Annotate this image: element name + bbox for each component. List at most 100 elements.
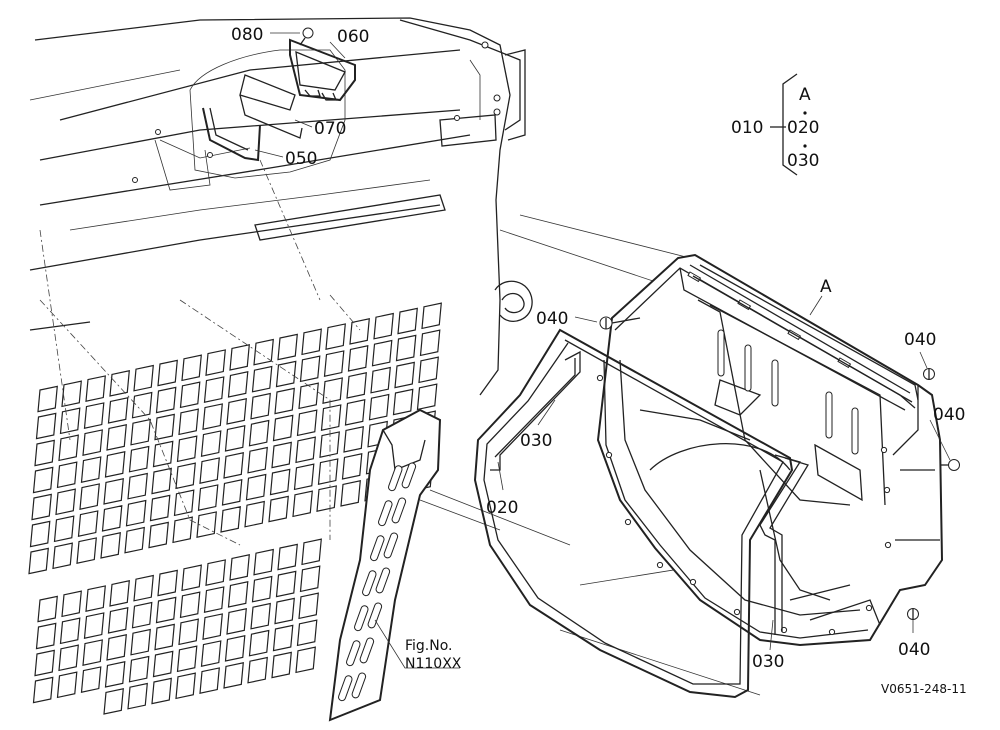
grille-cell <box>247 446 268 474</box>
callout-020: 020 <box>486 498 518 518</box>
grille-cell <box>109 580 130 607</box>
grille-cell <box>176 645 198 673</box>
grille-cell <box>157 359 178 387</box>
grille-cell <box>223 662 244 689</box>
grille-cell <box>277 333 298 361</box>
grille-cell <box>28 547 49 575</box>
grille-cell <box>395 334 417 362</box>
grille-cell <box>35 412 57 440</box>
grille-cell <box>128 655 150 683</box>
grille-cell <box>275 570 297 598</box>
grille-cell <box>130 418 151 446</box>
upper-parts-group <box>189 27 356 179</box>
leader-lines <box>254 32 951 669</box>
grille-cell <box>83 612 105 639</box>
housing-a <box>596 253 944 647</box>
grille-cell <box>157 569 178 597</box>
grille-cell <box>130 628 151 656</box>
grille-cell <box>52 542 73 570</box>
grille-cell <box>176 435 198 463</box>
mounting-hole <box>656 561 664 569</box>
bracket-slot <box>388 465 403 492</box>
grille-cell <box>323 350 345 377</box>
grille-cell <box>272 414 294 442</box>
bracket-slot <box>383 532 399 559</box>
mounting-hole <box>596 374 604 382</box>
grille-cell <box>133 574 154 602</box>
callout-030-lower: 030 <box>752 652 784 672</box>
grille-cell <box>253 338 274 366</box>
housing-rib <box>717 329 725 377</box>
housing-flange <box>689 264 913 403</box>
grille-cell <box>34 439 55 467</box>
grille-cell <box>178 408 199 436</box>
mounting-hole <box>828 628 836 636</box>
grille-cell <box>349 318 370 345</box>
grille-cell <box>32 676 54 704</box>
grille-cell <box>298 382 319 410</box>
grille-cell <box>247 656 268 684</box>
grille-cell <box>250 392 271 420</box>
grille-cell <box>31 493 52 521</box>
grille-cell <box>293 463 315 491</box>
callout-030-upper: 030 <box>520 431 552 451</box>
mounting-hole <box>605 451 613 459</box>
grille-cell <box>101 505 123 532</box>
grille-cell <box>421 302 442 330</box>
grille-cell <box>224 425 246 452</box>
grille-cell <box>368 393 390 421</box>
bolt-040-right-top <box>923 368 935 380</box>
grille-cell <box>347 345 369 372</box>
grille-cell <box>292 490 313 518</box>
grille-cell <box>79 483 100 510</box>
callout-070: 070 <box>314 119 346 139</box>
grille-cell <box>80 666 102 693</box>
grille-cell <box>106 424 127 451</box>
grille-cell <box>56 671 78 699</box>
figure-number-block: Fig.No. N110XX <box>405 638 462 672</box>
grille-cell <box>59 617 81 645</box>
bracket-slot <box>338 675 353 702</box>
grille-cell <box>301 328 322 356</box>
grille-cell <box>128 445 150 473</box>
grille-cell <box>346 372 367 399</box>
mounting-hole <box>883 486 891 494</box>
grille-cell <box>244 500 265 528</box>
grille-cell <box>251 575 273 603</box>
grille-cell <box>37 385 58 413</box>
callout-060: 060 <box>337 27 369 47</box>
grille-cell <box>202 613 223 640</box>
grille-cell <box>271 651 292 679</box>
bracket-slot <box>378 500 393 527</box>
grille-cell <box>299 355 321 383</box>
legend-020: 020 <box>787 118 819 138</box>
callout-040-right-top: 040 <box>904 330 936 350</box>
bracket-060 <box>289 38 356 102</box>
grille-cell <box>203 586 225 613</box>
grille-cell <box>325 323 346 350</box>
bolt-040-left <box>599 316 641 330</box>
grille-cell <box>295 646 316 674</box>
grille-cell <box>151 677 172 705</box>
grille-cell <box>370 366 391 394</box>
housing-rib <box>771 359 779 407</box>
grille-cell <box>419 329 441 357</box>
grille-cell <box>125 499 147 527</box>
grille-cell <box>397 307 418 335</box>
grille-cell <box>275 360 297 388</box>
grille-cell <box>103 478 124 505</box>
fig-number: N110XX <box>405 656 462 672</box>
grille-cell <box>106 634 127 661</box>
grille-cell <box>229 344 250 371</box>
grille-cell <box>58 434 79 462</box>
grille-cell <box>32 466 54 494</box>
grille-cell <box>250 602 271 630</box>
grille-cell <box>322 377 343 404</box>
grille-cell <box>227 371 249 398</box>
grille-cell <box>37 595 58 623</box>
grille-cell <box>179 591 201 619</box>
grille-cell <box>226 398 247 425</box>
grille-cell <box>127 682 148 710</box>
housing-rib <box>825 391 833 439</box>
